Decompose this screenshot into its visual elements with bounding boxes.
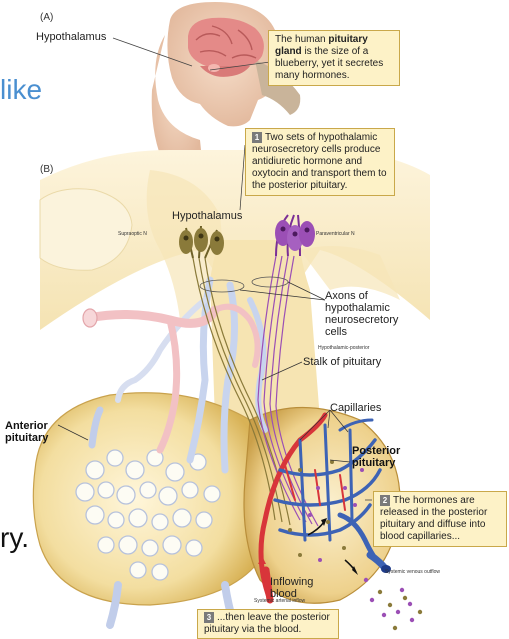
hypothalamus-label-a: Hypothalamus <box>36 31 106 43</box>
step-1-text: Two sets of hypothalamic neurosecretory … <box>252 132 387 191</box>
step-3-text: ...then leave the posterior pituitary vi… <box>204 612 330 635</box>
step-3-number: 3 <box>204 612 214 623</box>
systemic-arterial-inflow-label: Systemic arterial inflow <box>254 598 305 604</box>
step-2-text: The hormones are released in the posteri… <box>380 495 487 542</box>
systemic-venous-outflow-label: Systemic venous outflow <box>385 569 440 575</box>
panel-b-label: (B) <box>40 164 53 175</box>
axons-label: Axons of hypothalamic neurosecretory cel… <box>325 290 415 338</box>
inflowing-blood-label: Inflowing blood <box>270 576 315 600</box>
callout-a-text-pre: The human <box>275 34 328 45</box>
anterior-pituitary-label: Anterior pituitary <box>5 420 65 444</box>
overlay-text-fragment-bottom: ry. <box>0 522 29 554</box>
posterior-pituitary-label: Posterior pituitary <box>352 445 422 469</box>
stalk-label: Stalk of pituitary <box>303 356 383 368</box>
capillaries-label: Capillaries <box>330 402 381 414</box>
paraventricular-label: Paraventricular N <box>316 231 355 237</box>
callout-step-3: 3...then leave the posterior pituitary v… <box>197 609 339 639</box>
hypothalamic-posterior-label: Hypothalamic-posterior <box>318 345 369 351</box>
callout-a: The human pituitary gland is the size of… <box>268 30 400 86</box>
step-2-number: 2 <box>380 495 390 506</box>
overlay-text-fragment-top: like <box>0 74 42 106</box>
step-1-number: 1 <box>252 132 262 143</box>
hypothalamus-label-b: Hypothalamus <box>172 210 242 222</box>
panel-a-label: (A) <box>40 12 53 23</box>
supraoptic-label: Supraoptic N <box>118 231 147 237</box>
